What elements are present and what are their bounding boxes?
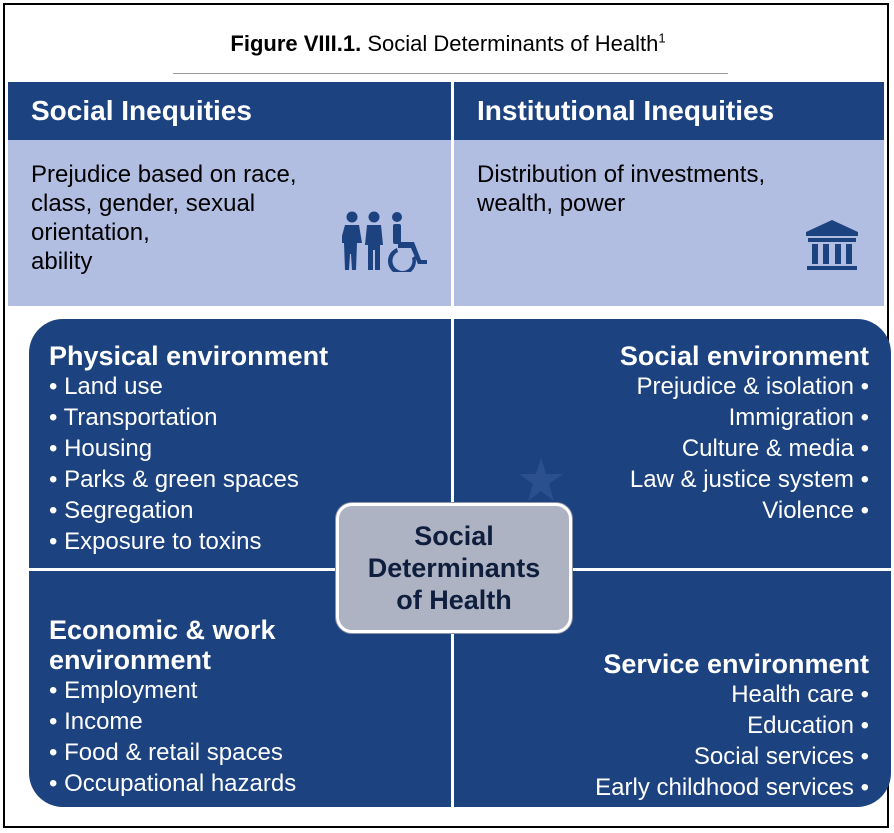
list-item: • Occupational hazards bbox=[49, 770, 297, 797]
social-inequities-panel: Prejudice based on race, class, gender, … bbox=[8, 140, 451, 306]
center-label: Social Determinants of Health bbox=[367, 521, 541, 615]
institutional-inequities-header: Institutional Inequities bbox=[454, 82, 884, 140]
institutional-inequities-panel: Distribution of investments, wealth, pow… bbox=[454, 140, 884, 306]
people-accessibility-icon bbox=[342, 211, 427, 272]
list-item: • Land use bbox=[49, 373, 163, 400]
economic-work-environment-title: Economic & work environment bbox=[49, 615, 276, 675]
list-item: Violence • bbox=[762, 497, 869, 524]
list-item: • Parks & green spaces bbox=[49, 466, 299, 493]
list-item: • Transportation bbox=[49, 404, 218, 431]
list-item: Prejudice & isolation • bbox=[636, 373, 869, 400]
service-environment-title: Service environment bbox=[603, 649, 869, 679]
list-item: Early childhood services • bbox=[595, 774, 869, 801]
social-environment-title: Social environment bbox=[619, 341, 869, 371]
figure-title-bold: Figure VIII.1. bbox=[230, 31, 362, 56]
social-inequities-header: Social Inequities bbox=[8, 82, 451, 140]
social-environment-list: Prejudice & isolation • Immigration • Cu… bbox=[620, 371, 869, 526]
footnote-mark: 1 bbox=[658, 30, 666, 46]
social-environment-quadrant: Social environment Prejudice & isolation… bbox=[620, 341, 869, 526]
list-item: • Segregation bbox=[49, 497, 194, 524]
list-item: • Employment bbox=[49, 677, 198, 704]
top-divider bbox=[451, 82, 454, 306]
list-item: Education • bbox=[747, 712, 869, 739]
economic-work-environment-quadrant: Economic & work environment • Employment… bbox=[49, 615, 296, 799]
institutional-inequities-title: Institutional Inequities bbox=[477, 95, 775, 126]
economic-work-environment-list: • Employment • Income • Food & retail sp… bbox=[49, 675, 296, 799]
service-environment-quadrant: Service environment Health care • Educat… bbox=[595, 649, 869, 803]
social-inequities-title: Social Inequities bbox=[31, 95, 252, 126]
list-item: • Housing bbox=[49, 435, 153, 462]
figure-title: Figure VIII.1. Social Determinants of He… bbox=[5, 30, 891, 58]
center-social-determinants-box: Social Determinants of Health bbox=[336, 503, 572, 633]
social-inequities-text: Prejudice based on race, class, gender, … bbox=[31, 161, 297, 275]
service-environment-list: Health care • Education • Social service… bbox=[595, 679, 869, 803]
figure-title-text: Social Determinants of Health bbox=[361, 31, 659, 56]
title-divider bbox=[173, 73, 728, 74]
faint-star-icon bbox=[519, 458, 563, 501]
list-item: • Income bbox=[49, 708, 143, 735]
list-item: Culture & media • bbox=[681, 435, 869, 462]
list-item: Social services • bbox=[693, 743, 869, 770]
institutional-inequities-text: Distribution of investments, wealth, pow… bbox=[477, 161, 766, 217]
list-item: • Food & retail spaces bbox=[49, 739, 283, 766]
list-item: • Exposure to toxins bbox=[49, 528, 262, 555]
list-item: Law & justice system • bbox=[629, 466, 869, 493]
bank-building-icon bbox=[806, 220, 858, 270]
physical-environment-title: Physical environment bbox=[49, 341, 329, 371]
physical-environment-list: • Land use • Transportation • Housing • … bbox=[49, 371, 328, 557]
physical-environment-quadrant: Physical environment • Land use • Transp… bbox=[49, 341, 328, 557]
list-item: Health care • bbox=[731, 681, 869, 708]
determinants-quadrants: Physical environment • Land use • Transp… bbox=[29, 319, 891, 807]
list-item: Immigration • bbox=[728, 404, 869, 431]
